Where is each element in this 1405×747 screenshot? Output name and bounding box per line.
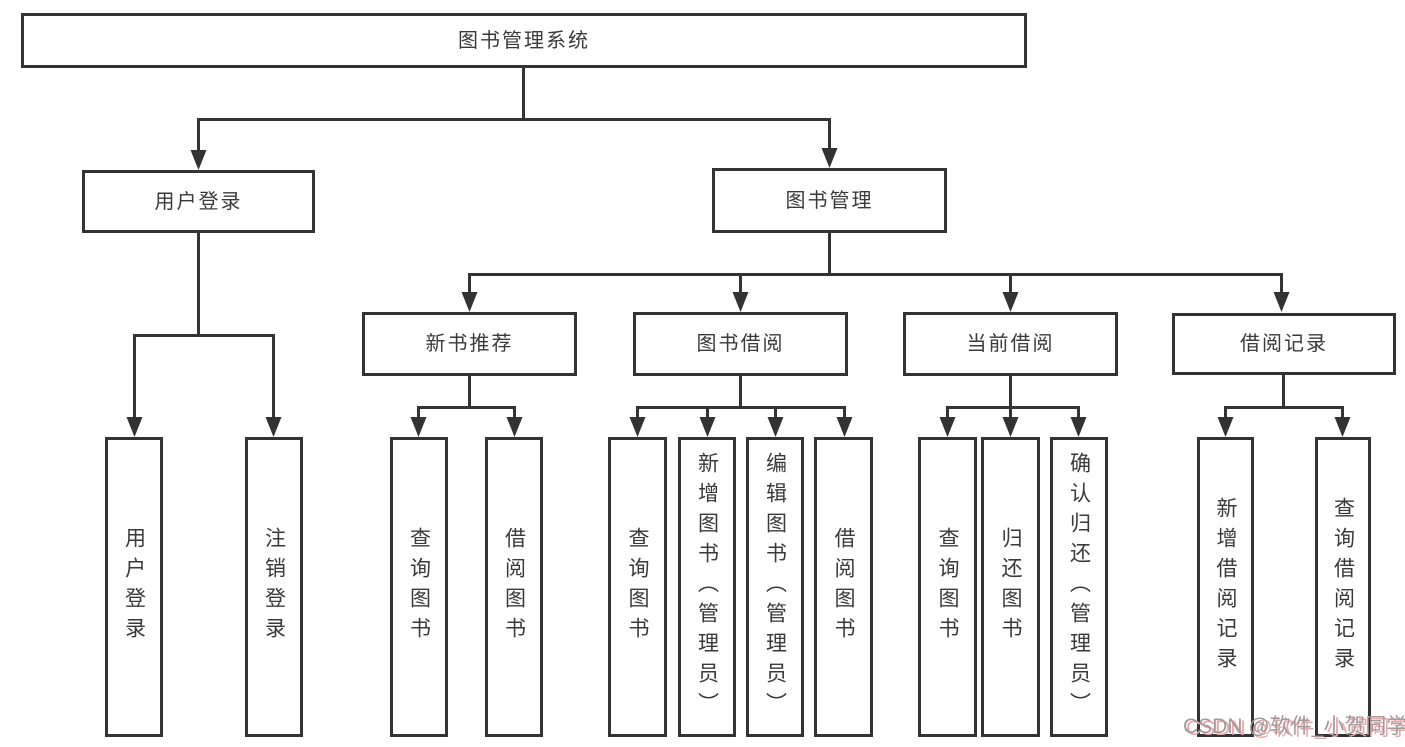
leaf-borrow-books-borrowing: 借阅图书	[814, 437, 873, 737]
node-borrowing-records: 借阅记录	[1172, 313, 1396, 375]
leaf-query-books-borrowing: 查询图书	[608, 437, 667, 737]
leaf-logout: 注销登录	[245, 437, 303, 737]
node-label: 当前借阅	[966, 333, 1055, 355]
node-label: 查询图书	[407, 527, 431, 647]
node-label: 借阅图书	[832, 527, 855, 647]
node-label: 图书管理系统	[458, 29, 590, 52]
node-label: 用户登录	[154, 190, 243, 213]
node-label: 查询图书	[626, 527, 649, 647]
node-label: 编辑图书（管理员）	[763, 452, 787, 722]
csdn-watermark: CSDN @软件_小贺同学	[1183, 715, 1405, 738]
node-label: 借阅记录	[1240, 333, 1328, 355]
leaf-return-books: 归还图书	[981, 437, 1040, 737]
node-label: 查询借阅记录	[1331, 497, 1355, 677]
leaf-query-books-recommend: 查询图书	[390, 437, 448, 737]
leaf-user-login: 用户登录	[105, 437, 163, 737]
leaf-query-borrow-record: 查询借阅记录	[1315, 437, 1371, 737]
node-book-management: 图书管理	[712, 168, 947, 233]
node-label: 查询图书	[936, 527, 959, 647]
node-label: 图书管理	[785, 189, 874, 212]
node-user-login: 用户登录	[82, 170, 315, 233]
node-label: 新书推荐	[425, 333, 514, 355]
node-label: 用户登录	[122, 527, 146, 647]
node-label: 新增借阅记录	[1214, 497, 1237, 677]
node-new-book-recommendation: 新书推荐	[362, 312, 577, 376]
leaf-borrow-books-recommend: 借阅图书	[485, 437, 543, 737]
node-current-borrowing: 当前借阅	[903, 312, 1118, 376]
leaf-add-book-admin: 新增图书（管理员）	[678, 437, 736, 737]
leaf-edit-book-admin: 编辑图书（管理员）	[746, 437, 804, 737]
node-library-management-system: 图书管理系统	[21, 13, 1027, 68]
leaf-confirm-return-admin: 确认归还（管理员）	[1050, 437, 1108, 737]
node-label: 借阅图书	[502, 527, 526, 647]
node-label: 确认归还（管理员）	[1067, 452, 1091, 722]
node-label: 新增图书（管理员）	[695, 452, 719, 722]
leaf-query-books-current: 查询图书	[918, 437, 977, 737]
leaf-add-borrow-record: 新增借阅记录	[1197, 437, 1254, 737]
node-label: 图书借阅	[696, 333, 785, 355]
node-label: 注销登录	[262, 527, 286, 647]
node-label: 归还图书	[999, 527, 1022, 647]
node-book-borrowing: 图书借阅	[633, 312, 848, 376]
